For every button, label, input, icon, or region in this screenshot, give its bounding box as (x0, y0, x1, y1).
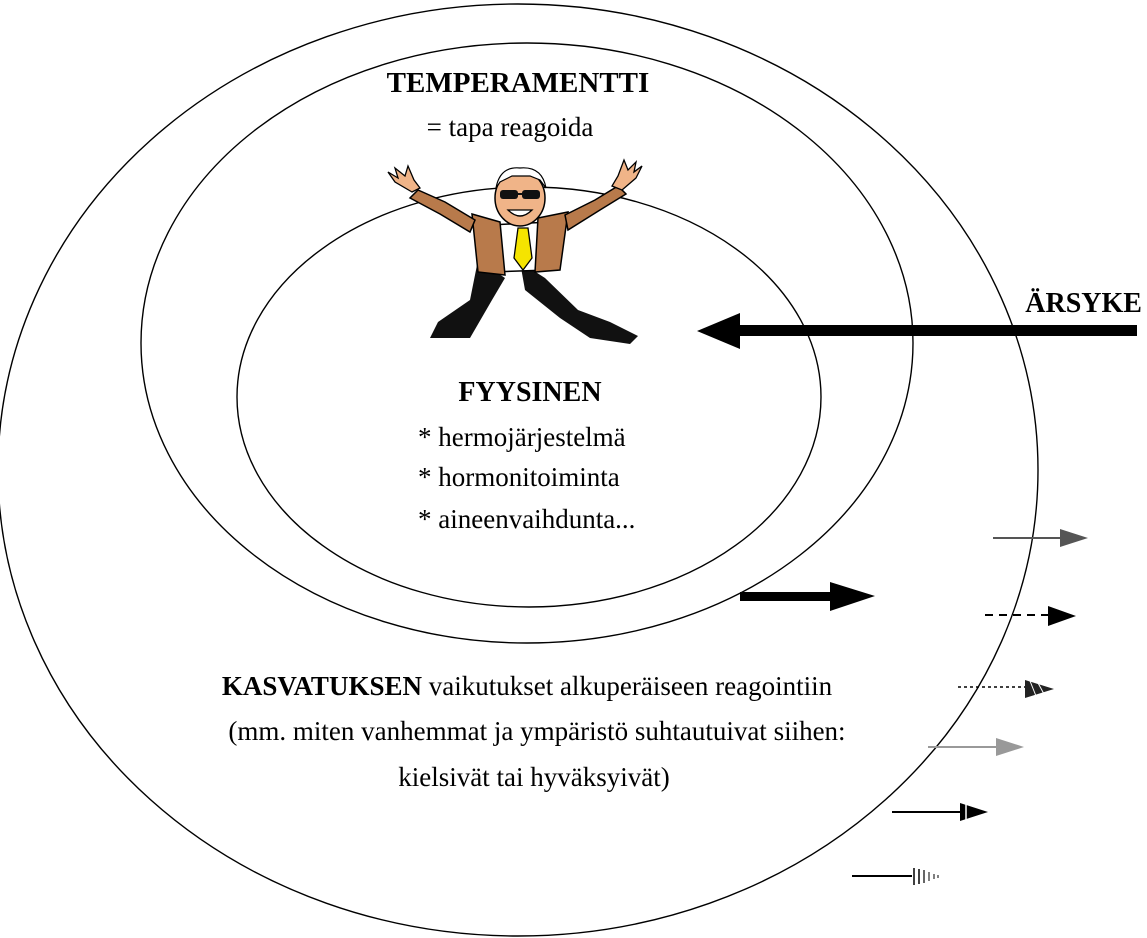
arrow-solid-small (892, 803, 988, 821)
temperament-ellipse (140, 42, 914, 644)
stimulus-arrow (697, 313, 1137, 349)
arrow-dark-gray (993, 529, 1088, 547)
physical-item-2: * hormonitoiminta (418, 462, 620, 492)
arrow-striped (852, 868, 939, 885)
upbringing-line-3: kielsivät tai hyväksyivät) (398, 762, 669, 792)
temperament-title: TEMPERAMENTTI (387, 67, 650, 99)
arrow-dotted (958, 680, 1054, 698)
upbringing-line-1: KASVATUKSEN vaikutukset alkuperäiseen re… (222, 671, 833, 701)
upbringing-line-1-rest: vaikutukset alkuperäiseen reagointiin (429, 671, 833, 701)
upbringing-line-2: (mm. miten vanhemmat ja ympäristö suhtau… (228, 716, 845, 746)
stimulus-label: ÄRSYKE (1025, 288, 1142, 319)
dancing-man-icon (387, 158, 643, 344)
upbringing-bold-arrow (740, 582, 875, 611)
arrow-light-gray (928, 738, 1024, 756)
upbringing-outer-ellipse (0, 3, 1039, 937)
physical-item-3: * aineenvaihdunta... (418, 504, 635, 534)
physical-title: FYYSINEN (458, 377, 601, 408)
arrow-dashed (985, 606, 1076, 626)
temperament-subtitle: = tapa reagoida (427, 112, 594, 142)
physical-item-1: * hermojärjestelmä (418, 422, 626, 452)
upbringing-title: KASVATUKSEN (222, 671, 423, 701)
